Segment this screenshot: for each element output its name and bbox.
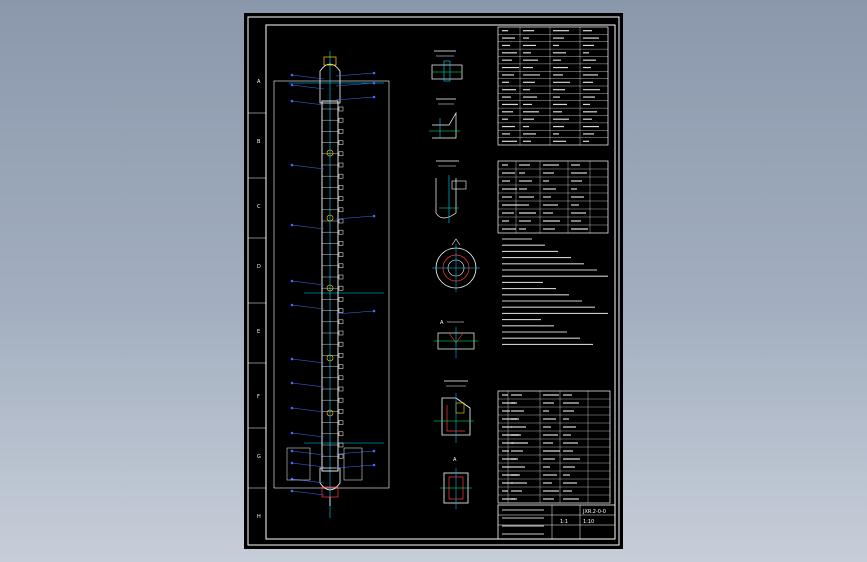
zone-letter-a: A <box>257 79 261 85</box>
zone-letter-b: B <box>257 139 261 145</box>
drawing-scale: 1:10 <box>583 519 594 525</box>
parts-list-table <box>498 391 610 503</box>
zone-letter-d: D <box>257 264 261 270</box>
zone-letter-g: G <box>257 454 261 460</box>
column-elevation-view <box>273 51 390 518</box>
detail-view-bracket <box>434 380 474 443</box>
drawing-data-panel: JXR.2-0-0 1:10 1:1 <box>497 26 616 540</box>
title-block: JXR.2-0-0 1:10 1:1 <box>497 504 616 540</box>
section-label-a-2: A <box>453 457 457 463</box>
zone-letter-c: C <box>257 204 261 210</box>
column-shell <box>321 100 344 472</box>
detail-views: A A <box>429 50 480 509</box>
zone-letter-e: E <box>257 329 260 335</box>
zone-markers: A B C D E F G H <box>248 79 266 520</box>
top-nozzle <box>323 56 337 66</box>
leader-lines <box>290 71 376 496</box>
inner-frame <box>265 24 616 540</box>
support-skirt <box>286 447 311 481</box>
section-label-a: A <box>440 320 444 326</box>
detail-view-support <box>435 160 467 223</box>
drawing-scale-hint: 1:1 <box>560 519 568 525</box>
detail-view-section-a: A <box>434 320 478 358</box>
detail-view-nozzle: A <box>440 457 472 509</box>
technical-notes <box>502 238 608 345</box>
nozzle-table <box>498 161 608 233</box>
design-data-table <box>498 27 608 145</box>
zone-letter-h: H <box>257 514 261 520</box>
drawing-number: JXR.2-0-0 <box>582 509 606 515</box>
detail-view-weld <box>429 98 460 139</box>
nozzle-table-frame <box>497 160 609 234</box>
detail-view-ring <box>432 238 480 292</box>
column-boundary <box>273 80 390 489</box>
outer-frame <box>247 16 620 546</box>
detail-view-flange <box>431 50 463 82</box>
zone-letter-f: F <box>257 394 260 400</box>
drawing-canvas: A B C D E F G H <box>247 16 620 546</box>
drawing-sheet: A B C D E F G H <box>244 13 623 549</box>
bottom-head <box>319 467 341 491</box>
